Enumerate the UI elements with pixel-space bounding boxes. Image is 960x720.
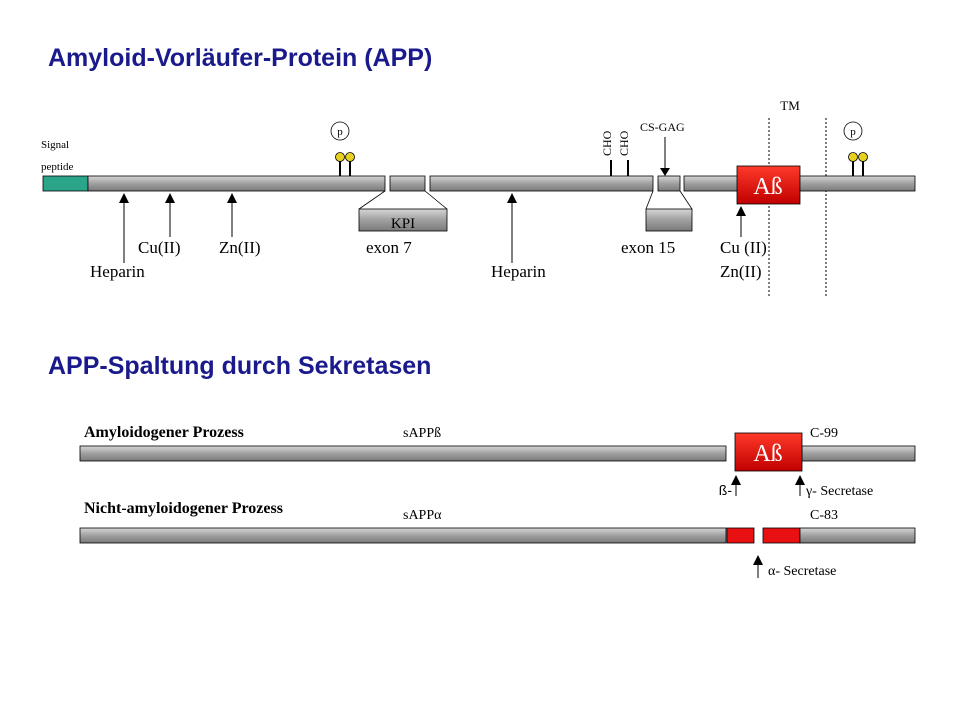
arrow-beta-secretase <box>731 475 741 496</box>
phospho-marker-right: p <box>843 121 868 176</box>
gamma-secretase-label: γ- Secretase <box>805 484 873 499</box>
c83-label: C-83 <box>810 508 838 523</box>
label-cu2: Cu(II) <box>138 238 180 257</box>
kpi-box <box>358 208 448 232</box>
label-exon15: exon 15 <box>621 238 675 257</box>
arrow-heparin-2 <box>507 193 517 263</box>
non-amyloid-bar-right <box>799 527 916 544</box>
abeta-box-1 <box>736 165 801 205</box>
label-exon7: exon 7 <box>366 238 412 257</box>
amyloidogenic-label: Amyloidogener Prozess <box>84 424 244 441</box>
signal-peptide-segment <box>42 175 89 192</box>
tm-label: TM <box>780 98 800 113</box>
arrow-alpha-secretase <box>753 555 763 578</box>
cho-label-2: CHO <box>617 130 631 156</box>
abeta-box-2 <box>734 432 803 472</box>
beta-secretase-label: ß- <box>719 482 733 498</box>
arrow-gamma-secretase <box>795 475 805 496</box>
label-zn2-b: Zn(II) <box>720 262 762 281</box>
app-segment-1 <box>87 175 386 192</box>
sappa-label: sAPPα <box>403 508 442 523</box>
signal-label-line2: peptide <box>41 161 73 173</box>
cho-label-1: CHO <box>600 130 614 156</box>
abeta-label-1: Aß <box>753 174 782 200</box>
signal-label-line1: Signal <box>41 139 69 151</box>
sappb-label: sAPPß <box>403 426 441 441</box>
svg-text:p: p <box>337 126 343 138</box>
amyloid-bar-left <box>79 445 727 462</box>
label-heparin-1: Heparin <box>90 262 145 281</box>
section2-title: APP-Spaltung durch Sekretasen <box>48 352 432 380</box>
c99-label: C-99 <box>810 426 838 441</box>
label-cu2-b: Cu (II) <box>720 238 767 257</box>
app-segment-4 <box>657 175 681 192</box>
app-segment-3 <box>429 175 654 192</box>
arrow-zn2 <box>227 193 237 237</box>
csgag-label: CS-GAG <box>640 120 685 134</box>
amyloid-bar-right <box>801 445 916 462</box>
svg-text:p: p <box>850 126 856 138</box>
alpha-secretase-label: α- Secretase <box>768 564 836 579</box>
non-amyloidogenic-label: Nicht-amyloidogener Prozess <box>84 500 283 517</box>
label-heparin-2: Heparin <box>491 262 546 281</box>
non-amyloid-bar-left <box>79 527 727 544</box>
arrow-cu2 <box>165 193 175 237</box>
non-amyloid-red-left <box>726 527 755 544</box>
abeta-label-2: Aß <box>753 441 782 467</box>
section1-title: Amyloid-Vorläufer-Protein (APP) <box>48 44 433 72</box>
exon15-box <box>645 208 693 232</box>
kpi-label: KPI <box>391 216 415 232</box>
app-segment-2 <box>389 175 426 192</box>
arrow-cu-zn <box>736 206 746 237</box>
label-zn2: Zn(II) <box>219 238 261 257</box>
phospho-marker-left: p <box>330 121 355 176</box>
arrow-heparin-1 <box>119 193 129 263</box>
non-amyloid-red-right <box>762 527 801 544</box>
